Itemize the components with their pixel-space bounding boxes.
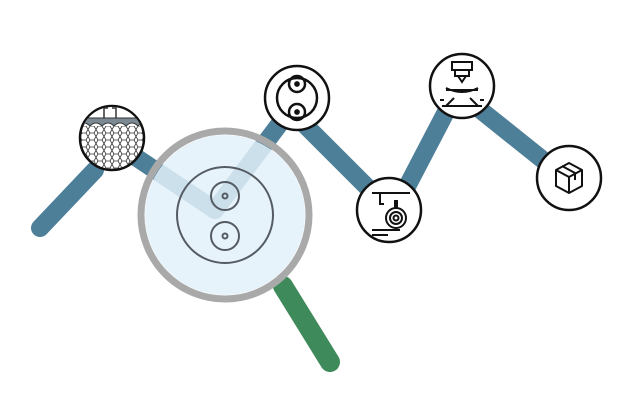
path-segment	[469, 99, 562, 177]
roll-unwinder-icon	[372, 192, 410, 236]
step-node-package	[535, 144, 603, 212]
magnified-rollers-icon	[176, 166, 274, 264]
magnifier-rim	[137, 127, 313, 303]
step-node-unwinder	[355, 176, 423, 244]
magnifier	[137, 127, 340, 372]
step-node-rollers	[263, 64, 331, 132]
step-node-press	[428, 52, 496, 120]
path-segment	[31, 161, 104, 237]
path-segment	[296, 116, 384, 204]
magnifier-lens	[145, 135, 305, 295]
package-box-icon	[555, 162, 583, 194]
magnifier-handle	[273, 276, 340, 372]
stamping-press-icon	[440, 61, 484, 107]
step-node-mesh	[78, 104, 146, 172]
twin-rollers-icon	[275, 74, 319, 122]
